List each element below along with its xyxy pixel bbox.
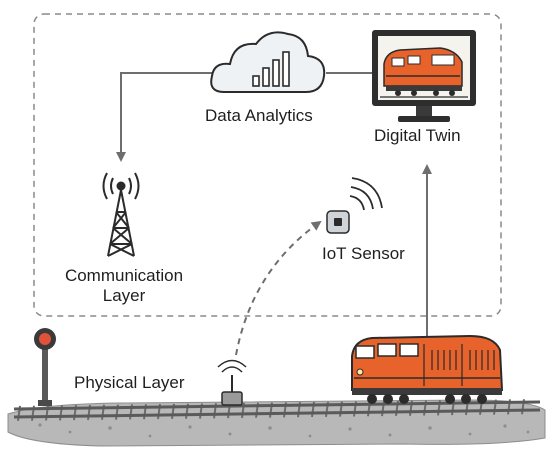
digital-layer-boundary xyxy=(33,13,502,317)
physical-layer-label: Physical Layer xyxy=(74,373,185,392)
cloud-icon xyxy=(210,31,326,93)
sensor-uplink-arrow xyxy=(235,220,322,356)
railway-ground xyxy=(7,399,546,447)
communication-layer-label: Communication Layer xyxy=(56,266,192,306)
railway-signal-icon xyxy=(34,328,56,406)
screen-locomotive-icon xyxy=(380,47,468,98)
digital-twin-label: Digital Twin xyxy=(374,126,461,145)
communication-label-line1: Communication xyxy=(64,266,184,285)
trackside-device-icon xyxy=(217,359,247,406)
bar-chart-icon xyxy=(252,51,290,87)
iot-sensor-icon xyxy=(326,177,383,234)
locomotive-icon xyxy=(351,334,504,404)
communication-label-line2: Layer xyxy=(102,286,146,305)
iot-sensor-label: IoT Sensor xyxy=(322,244,405,263)
data-analytics-label: Data Analytics xyxy=(205,106,313,125)
cell-tower-icon xyxy=(102,172,140,257)
cloud-to-tower-arrow xyxy=(116,72,215,162)
